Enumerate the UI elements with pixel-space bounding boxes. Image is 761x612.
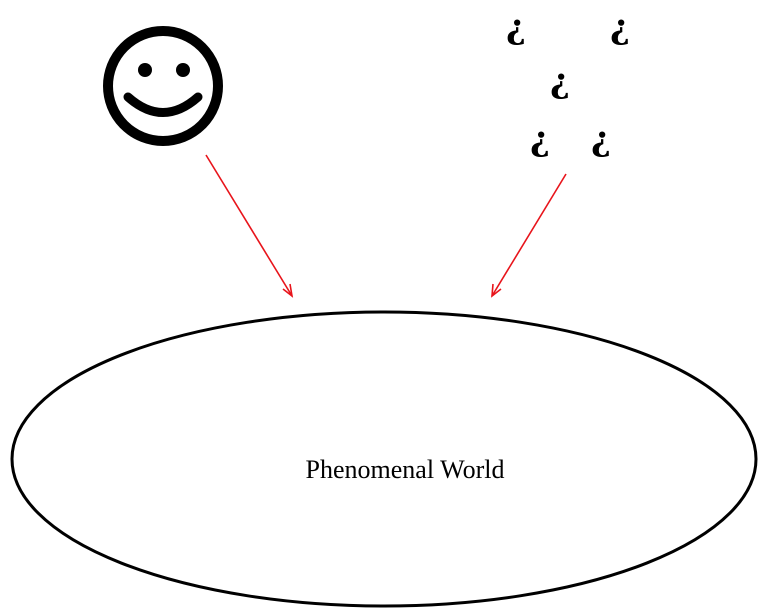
question-mark-3: ? [550,65,570,105]
question-mark-4: ? [530,123,550,163]
smiley-mouth [123,92,203,117]
smiley-left-eye [138,63,152,77]
arrow-from-observer [205,154,294,298]
question-mark-5: ? [591,123,611,163]
question-mark-2: ? [610,11,630,51]
smiley-face-outline [103,26,223,146]
question-mark-1: ? [506,11,526,51]
phenomenal-world-ellipse [10,310,758,608]
arrow-from-unknown [491,173,567,298]
smiley-face-icon [103,26,223,146]
phenomenal-world-label: Phenomenal World [306,455,505,484]
smiley-right-eye [176,63,190,77]
question-marks-cluster: ? ? ? ? ? [506,11,630,163]
